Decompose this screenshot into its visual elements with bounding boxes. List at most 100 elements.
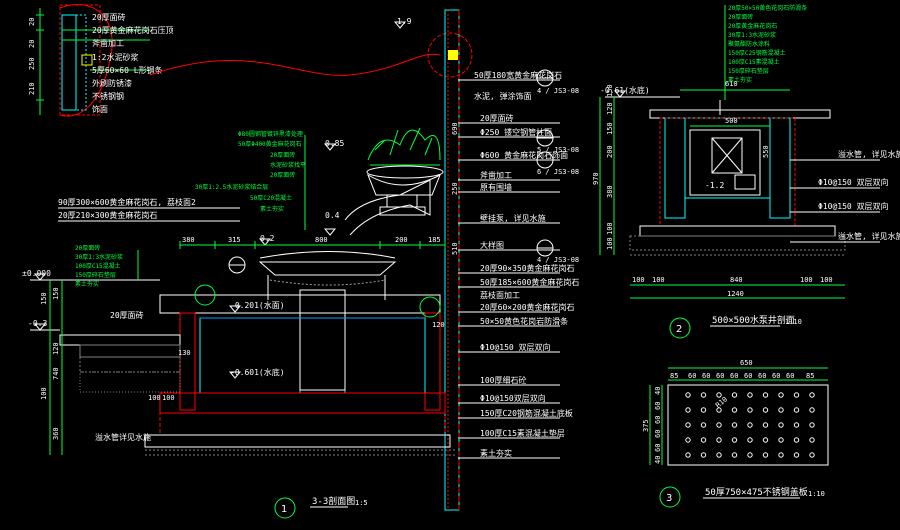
dim-misc: 100 [162, 394, 175, 402]
plate-hole [700, 422, 707, 428]
elevation-label: -0.3 [28, 319, 47, 328]
plate-holes [685, 392, 815, 458]
callout-ref: 4 / JS3-08 [537, 87, 579, 95]
green-label: 50厚Φ400黄金麻花岗石 [238, 140, 302, 148]
dim-misc: 120 [432, 321, 445, 329]
detail-2-number: 2 [676, 324, 682, 335]
plate-hole [793, 437, 800, 443]
plate-dim-grid: 60 [688, 372, 696, 380]
left-label: 90厚300×600黄金麻花岗石, 荔枝面2 [58, 197, 196, 207]
detail-2-title: 500×500水泵井剖面 [712, 314, 795, 326]
pit-right-label: 溢水管, 详见水施 [838, 231, 900, 241]
inset-label: 斧凿加工 [92, 38, 124, 48]
plate-hole [778, 437, 784, 443]
dim-misc: 510 [451, 242, 459, 255]
pit-dim-bottom: 100 [800, 276, 813, 284]
plate-dim-grid: 60 [758, 372, 766, 380]
pit-dim-side: 970 [592, 172, 600, 185]
plate-hole [809, 422, 815, 428]
left-green-label: 30厚1:3水泥砂浆 [75, 253, 123, 261]
right-label: 50×50黄色花岗岩防滑条 [480, 316, 568, 326]
right-label: 100厚C15素混凝土垫层 [480, 428, 565, 438]
plate-hole [778, 422, 784, 428]
pit-dim-bottom: 100 [820, 276, 833, 284]
elevation-label: -0.201(水面) [230, 300, 285, 310]
dim-top: 800 [315, 236, 328, 244]
plate-dim-side: 375 [642, 419, 650, 432]
right-label: 原有围墙 [480, 182, 512, 192]
pit-elevation: -0.61(水底) [600, 85, 650, 95]
dim-left: 120 [52, 342, 60, 355]
plate-radius: R10 [714, 395, 729, 409]
right-label: 100厚细石砼 [480, 375, 526, 385]
green-label: 20厚面砖 [270, 151, 295, 159]
inset-dim-4: 210 [28, 82, 36, 95]
pit-green-label: 30厚1:3水泥砂浆 [728, 31, 776, 39]
inset-detail: 20 20 250 210 20厚面砖 20厚黄金麻花岗石压顶 斧凿加工 1:2… [28, 4, 174, 117]
dim-top: 185 [428, 236, 441, 244]
detail-1-number-circle [274, 497, 296, 519]
plate-hole [747, 422, 753, 428]
plate-dim-grid: 60 [772, 372, 780, 380]
detail-1-section: ±0.000 -0.3 -0.601(水底) -0.201(水面) 0.2 0.… [22, 9, 579, 519]
left-green-label: 150厚碎石垫层 [75, 271, 116, 279]
plate-hole [731, 392, 738, 398]
inset-label: 5厚60×60 L形钢条 [92, 65, 163, 75]
detail-3-grate-plate: 650 85 60 60 60 60 60 60 60 60 85 40 60 … [642, 359, 829, 508]
pit-dim-side: 550 [762, 145, 770, 158]
plate-hole [793, 392, 800, 398]
pit-dim-side: 100 [606, 222, 614, 235]
dim-top: 200 [395, 236, 408, 244]
dim-misc: 690 [451, 122, 459, 135]
elevation-label: ±0.000 [22, 269, 51, 278]
plate-hole [700, 437, 707, 443]
plate-dim-grid: 60 [702, 372, 710, 380]
pit-dim-side: 380 [606, 185, 614, 198]
pit-dim-side: 120 [606, 102, 614, 115]
plate-dim-grid: 85 [806, 372, 814, 380]
plate-dim-grid: 85 [670, 372, 678, 380]
dim-left: 150 [40, 292, 48, 305]
detail-3-scale: 1:10 [808, 490, 825, 498]
plate-hole [685, 392, 691, 398]
pit-green-label: 100厚C15素混凝土 [728, 58, 780, 66]
callout-ref: 6 / JS3-08 [537, 168, 579, 176]
green-label: Φ80圆钢管镀锌黑漆处理 [238, 130, 303, 138]
pit-elevation: -1.2 [705, 181, 724, 190]
detail-3-number-circle [659, 486, 681, 508]
plate-dim-side: 60 [654, 402, 662, 410]
plate-dim-side: 60 [654, 416, 662, 424]
inset-label: 1:2水泥砂浆 [92, 52, 138, 62]
left-green-label: 20厚面砖 [75, 244, 100, 252]
plate-hole [793, 452, 800, 458]
pit-dim-side: 100 [606, 237, 614, 250]
plate-hole [778, 407, 784, 413]
left-green-label: 100厚C15混凝土 [75, 262, 121, 270]
elevation-label: 0.2 [260, 234, 275, 243]
green-label: 水泥砂浆找平 [270, 161, 306, 169]
pit-dim-side: 200 [606, 145, 614, 158]
right-label: 20厚60×200黄金麻花岗石 [480, 302, 575, 312]
inset-dim-1: 20 [28, 18, 36, 26]
green-label: 20厚面砖 [270, 171, 295, 179]
green-label: 30厚1:2.5水泥砂浆结合层 [195, 183, 268, 191]
detail-1-title: 3-3剖面图 [312, 495, 355, 507]
pit-right-label: Φ10@150 双层双向 [818, 177, 889, 187]
elevation-label: -0.601(水底) [230, 367, 285, 377]
detail-3-number: 3 [666, 493, 672, 504]
inset-label: 饰面 [92, 104, 108, 114]
inset-label: 不锈钢钢 [92, 91, 124, 101]
right-label: 150厚C20钢筋混凝土底板 [480, 408, 573, 418]
right-label: 斧凿加工 [480, 170, 512, 180]
detail-2-scale: 1:10 [785, 318, 802, 326]
plate-dim-grid: 60 [730, 372, 738, 380]
plate-hole [762, 422, 769, 428]
detail-3-title: 50厚750×475不锈钢盖板 [705, 486, 808, 498]
pit-green-label: 聚氨酯防水涂料 [728, 40, 770, 48]
plate-dim-side: 60 [654, 444, 662, 452]
dim-left: 150 [52, 287, 60, 300]
plate-hole [716, 392, 722, 398]
pit-green-label: 150厚C25钢筋混凝土 [728, 49, 786, 57]
dim-left: 100 [40, 387, 48, 400]
